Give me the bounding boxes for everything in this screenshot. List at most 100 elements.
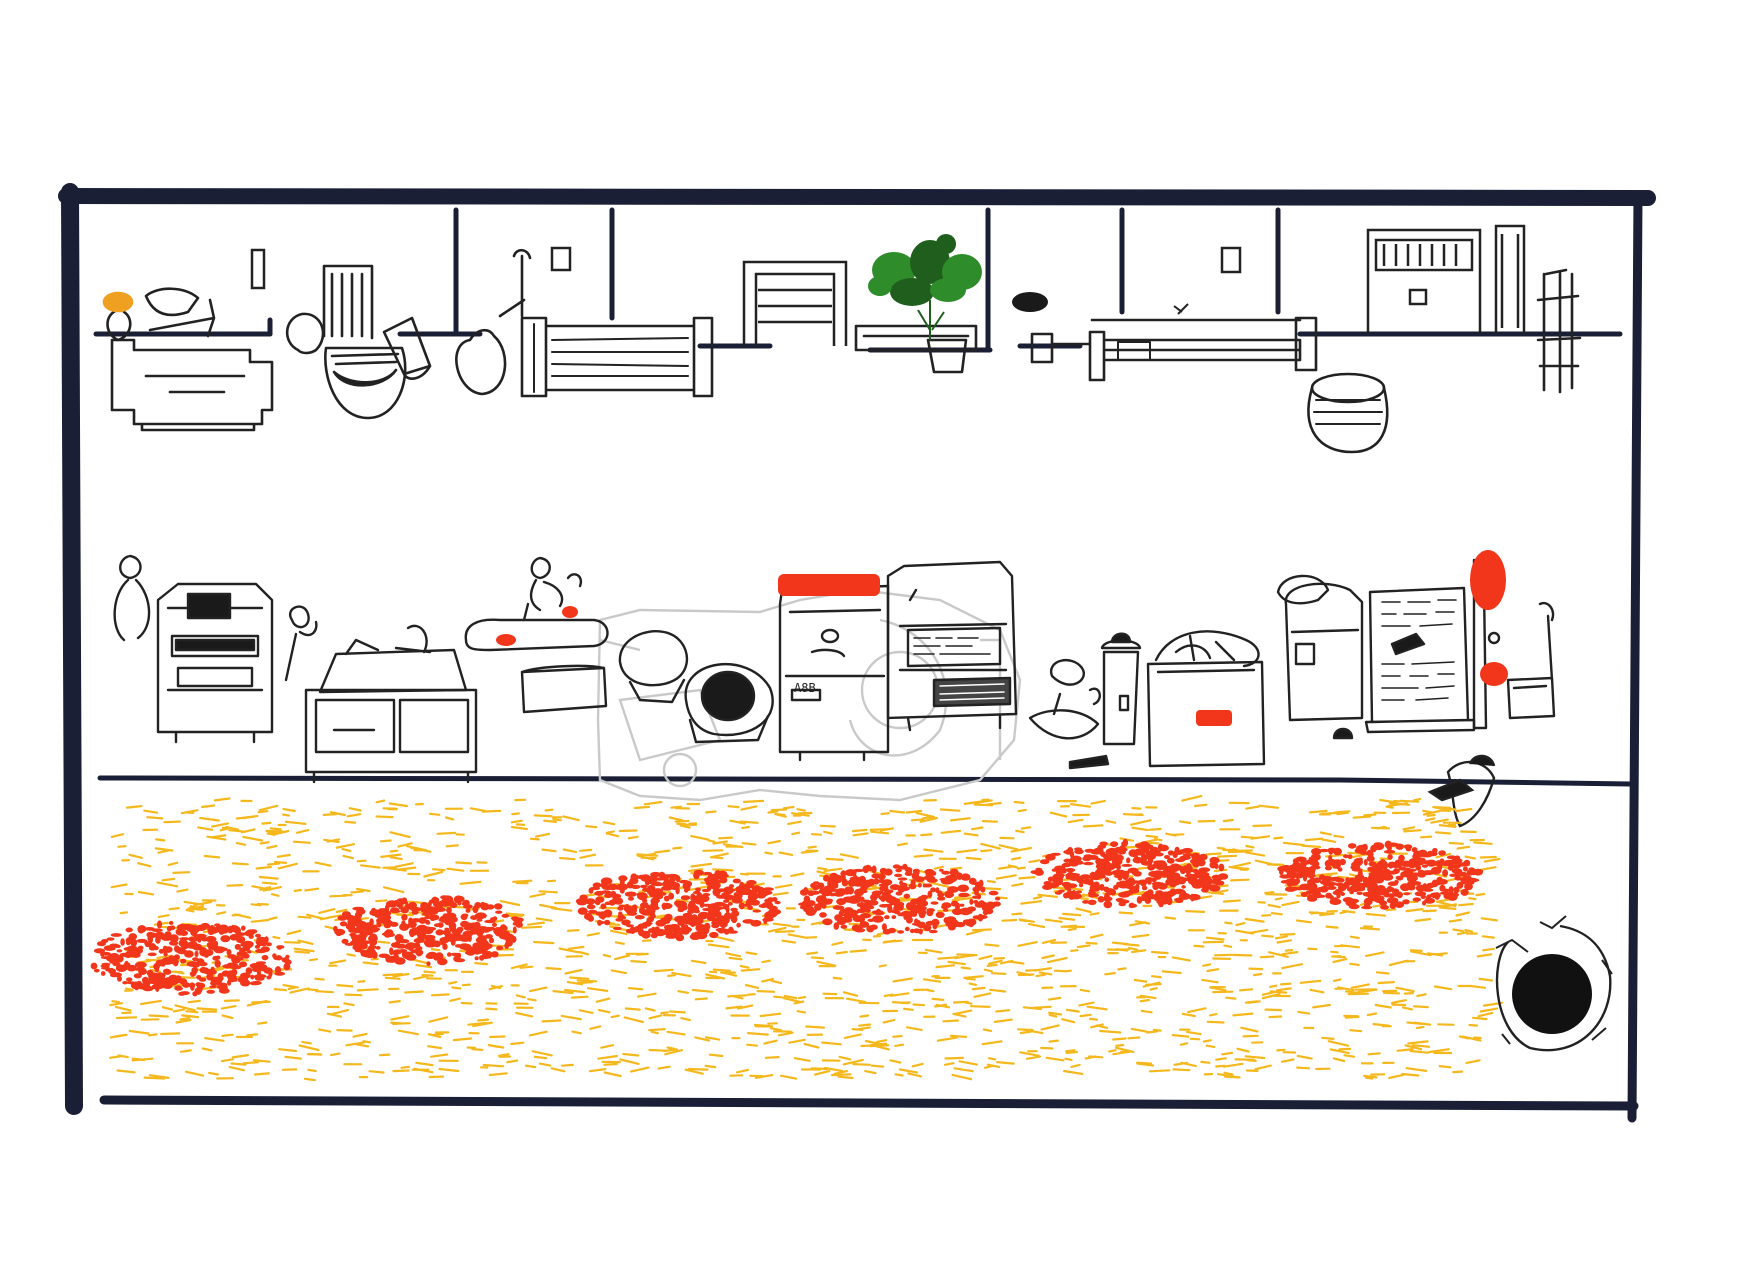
red-petal bbox=[899, 880, 904, 886]
yellow-stroke bbox=[497, 1053, 510, 1057]
yellow-stroke bbox=[221, 1033, 234, 1037]
yellow-stroke bbox=[1131, 807, 1142, 810]
red-petal bbox=[266, 975, 272, 980]
red-petal bbox=[385, 903, 390, 912]
yellow-stroke bbox=[1448, 841, 1464, 845]
yellow-stroke bbox=[1250, 835, 1271, 840]
red-petal bbox=[1079, 874, 1092, 880]
yellow-stroke bbox=[1223, 1071, 1234, 1076]
red-petal bbox=[721, 892, 730, 897]
yellow-stroke bbox=[1065, 1008, 1080, 1013]
yellow-stroke bbox=[489, 1035, 506, 1039]
yellow-stroke bbox=[278, 1048, 297, 1053]
red-petal bbox=[261, 954, 269, 961]
yellow-stroke bbox=[493, 919, 505, 924]
yellow-stroke bbox=[1273, 836, 1284, 840]
red-petal bbox=[1103, 886, 1110, 893]
red-petal bbox=[1158, 844, 1169, 852]
yellow-stroke bbox=[1240, 1026, 1259, 1033]
red-petal bbox=[968, 919, 974, 924]
red-petal bbox=[483, 943, 493, 949]
red-petal bbox=[618, 904, 626, 908]
red-petal bbox=[203, 952, 210, 958]
red-petal bbox=[829, 892, 836, 897]
red-petal bbox=[1363, 859, 1368, 866]
yellow-stroke bbox=[1244, 1055, 1266, 1060]
red-petal bbox=[584, 898, 596, 905]
yellow-stroke bbox=[793, 1057, 811, 1062]
yellow-stroke bbox=[1040, 1024, 1060, 1031]
hanging-lamp-icon bbox=[285, 312, 325, 355]
yellow-stroke bbox=[529, 892, 546, 898]
red-petal bbox=[639, 884, 648, 889]
yellow-stroke bbox=[842, 1058, 864, 1066]
yellow-stroke bbox=[1321, 838, 1337, 843]
yellow-stroke bbox=[1112, 1037, 1127, 1041]
yellow-stroke bbox=[1245, 844, 1255, 849]
red-petal bbox=[248, 934, 254, 939]
red-petal bbox=[1097, 844, 1104, 852]
yellow-stroke bbox=[174, 970, 185, 975]
red-petal bbox=[1443, 892, 1451, 900]
red-petal bbox=[1376, 885, 1386, 891]
yellow-stroke bbox=[618, 829, 638, 833]
ghost-machine bbox=[596, 588, 1022, 802]
yellow-stroke bbox=[1038, 971, 1053, 976]
yellow-stroke bbox=[261, 821, 272, 825]
creature-head-icon bbox=[1468, 754, 1496, 767]
yellow-stroke bbox=[705, 973, 726, 980]
red-petal bbox=[213, 946, 225, 954]
red-petal bbox=[1186, 871, 1191, 875]
yellow-stroke bbox=[1304, 837, 1324, 842]
yellow-stroke bbox=[971, 826, 984, 831]
red-petal bbox=[253, 974, 262, 979]
yellow-stroke bbox=[1284, 949, 1294, 952]
yellow-stroke bbox=[415, 1061, 434, 1067]
yellow-stroke bbox=[623, 1016, 644, 1024]
yellow-stroke bbox=[533, 1055, 548, 1060]
red-petal bbox=[385, 955, 392, 963]
red-petal bbox=[179, 937, 190, 941]
yellow-stroke bbox=[397, 842, 413, 848]
yellow-stroke bbox=[1266, 863, 1285, 866]
yellow-stroke bbox=[940, 829, 962, 834]
red-flame-icon bbox=[1470, 550, 1506, 610]
yellow-stroke bbox=[1084, 1055, 1097, 1060]
red-petal bbox=[1300, 892, 1308, 897]
yellow-stroke bbox=[1433, 985, 1453, 991]
yellow-stroke bbox=[586, 987, 609, 992]
yellow-stroke bbox=[1377, 981, 1395, 985]
yellow-stroke bbox=[267, 862, 281, 866]
double-door-icon bbox=[742, 260, 848, 346]
red-petal bbox=[1295, 856, 1307, 862]
red-petal bbox=[875, 874, 886, 879]
red-petal bbox=[194, 946, 207, 951]
red-petal bbox=[1354, 875, 1362, 884]
red-petal bbox=[1362, 843, 1368, 851]
red-petal bbox=[283, 962, 291, 971]
yellow-stroke bbox=[531, 1050, 553, 1057]
yellow-stroke bbox=[1363, 1074, 1378, 1079]
red-petal bbox=[1430, 866, 1442, 875]
yellow-stroke bbox=[455, 861, 472, 865]
yellow-stroke bbox=[546, 879, 557, 883]
red-petal bbox=[731, 910, 740, 917]
yellow-stroke bbox=[1416, 993, 1427, 998]
red-petal bbox=[266, 970, 272, 974]
red-petal bbox=[1421, 864, 1428, 868]
red-petal bbox=[675, 927, 687, 935]
red-petal bbox=[1411, 881, 1422, 886]
yellow-stroke bbox=[1018, 876, 1036, 880]
red-petal bbox=[661, 919, 671, 925]
red-petal bbox=[897, 913, 907, 917]
yellow-stroke bbox=[1171, 833, 1185, 836]
red-petal bbox=[1438, 850, 1446, 856]
red-petal bbox=[1190, 880, 1202, 887]
red-petal bbox=[1067, 887, 1072, 893]
yellow-stroke bbox=[1350, 983, 1370, 989]
kiosk-panel-icon bbox=[170, 634, 260, 688]
yellow-stroke bbox=[289, 987, 310, 994]
yellow-stroke bbox=[1089, 912, 1100, 916]
yellow-stroke bbox=[1297, 1010, 1311, 1015]
